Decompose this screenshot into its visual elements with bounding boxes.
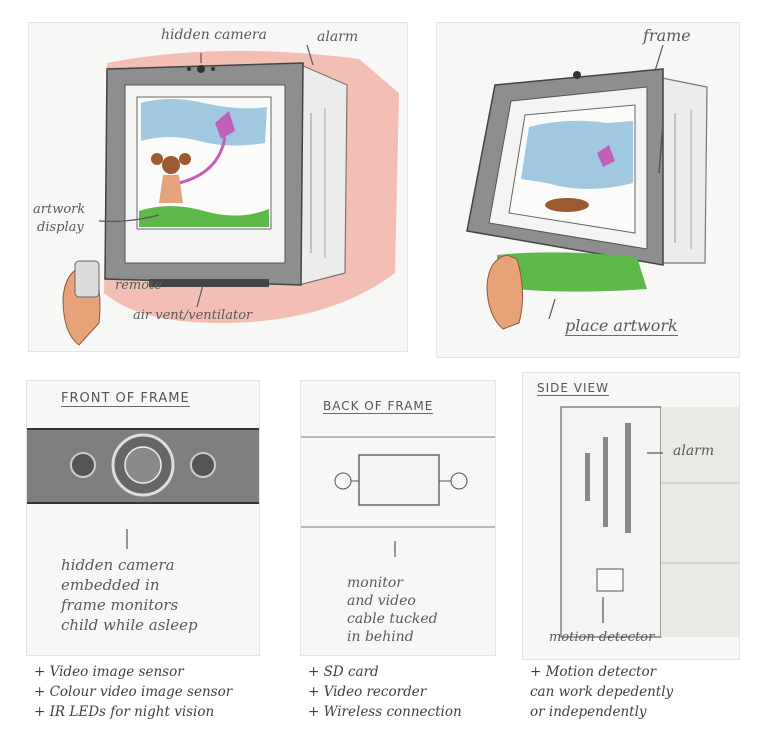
label-frame: frame (643, 26, 691, 45)
cable-end-left (334, 472, 352, 490)
front-of-frame-drawing (27, 428, 259, 549)
label-display: display (37, 220, 84, 235)
back-of-frame-drawing (301, 436, 495, 557)
vent-slot (625, 423, 631, 533)
back-caption-2: and video (347, 593, 416, 609)
back-caption-3: cable tucked (347, 611, 438, 627)
motion-sensor (596, 568, 624, 592)
artwork-child-body (159, 175, 183, 203)
front-caption-3: frame monitors (61, 596, 179, 614)
side-notes: + Motion detector can work depedently or… (530, 662, 673, 722)
artwork-child-hair (545, 198, 589, 212)
artwork-child-head (162, 156, 180, 174)
note-item: or independently (530, 704, 647, 720)
panel-open-sketch: frame place artwork (436, 22, 740, 358)
side-view-title: SIDE VIEW (537, 381, 609, 396)
label-remote: remote (115, 278, 162, 293)
note-item: + Video recorder (308, 684, 427, 700)
artwork-kite (215, 111, 235, 139)
side-alarm-label: alarm (673, 443, 715, 459)
note-item: + Wireless connection (308, 704, 462, 720)
camera-dot (573, 71, 581, 79)
wall-hatch (661, 407, 739, 637)
camera-dot (197, 65, 205, 73)
label-place-artwork: place artwork (565, 316, 678, 337)
monitor-box (358, 454, 440, 506)
open-sketch-drawing (466, 44, 708, 330)
front-sketch-drawing (62, 44, 399, 346)
panel-front-sketch: hidden camera alarm artwork display remo… (28, 22, 408, 352)
back-notes: + SD card + Video recorder + Wireless co… (308, 662, 462, 722)
label-alarm: alarm (317, 29, 359, 45)
artwork-sky (141, 99, 267, 146)
note-item: + SD card (308, 664, 379, 680)
back-of-frame-title: BACK OF FRAME (323, 399, 434, 414)
artwork-kite (597, 145, 615, 167)
placed-artwork (497, 252, 647, 292)
back-caption-4: in behind (347, 629, 414, 645)
ir-led-right (190, 452, 216, 478)
hand (486, 254, 524, 330)
panel-front-of-frame: FRONT OF FRAME hidden camera embedded in… (26, 380, 260, 656)
artwork-kite-string (178, 136, 227, 185)
artwork-grass (139, 206, 269, 227)
panel-back-of-frame: BACK OF FRAME monitor and video cable tu… (300, 380, 496, 656)
front-caption-1: hidden camera (61, 556, 175, 574)
side-body (560, 406, 662, 638)
vent-slot (603, 437, 608, 527)
note-item: + Colour video image sensor (34, 684, 233, 700)
note-item: + IR LEDs for night vision (34, 704, 215, 720)
ir-led-left (70, 452, 96, 478)
side-view-drawing (560, 406, 739, 638)
side-box (298, 64, 348, 286)
label-artwork: artwork (33, 202, 86, 217)
front-caption-2: embedded in (61, 576, 160, 594)
vent-slot (585, 453, 590, 501)
back-caption-1: monitor (347, 575, 403, 591)
note-item: can work depedently (530, 684, 674, 700)
cable-end-right (450, 472, 468, 490)
label-air-vent: air vent/ventilator (133, 308, 253, 323)
artwork-sky (521, 120, 633, 189)
front-caption-4: child while asleep (61, 616, 198, 634)
front-of-frame-title: FRONT OF FRAME (61, 391, 190, 407)
front-notes: + Video image sensor + Colour video imag… (34, 662, 232, 722)
vent-bar (149, 279, 269, 287)
remote (74, 260, 100, 298)
side-motion-label: motion detector (549, 630, 655, 645)
note-item: + Motion detector (530, 664, 657, 680)
panel-side-view: SIDE VIEW alarm motion detector (522, 372, 740, 660)
note-item: + Video image sensor (34, 664, 184, 680)
label-hidden-camera: hidden camera (161, 27, 267, 43)
